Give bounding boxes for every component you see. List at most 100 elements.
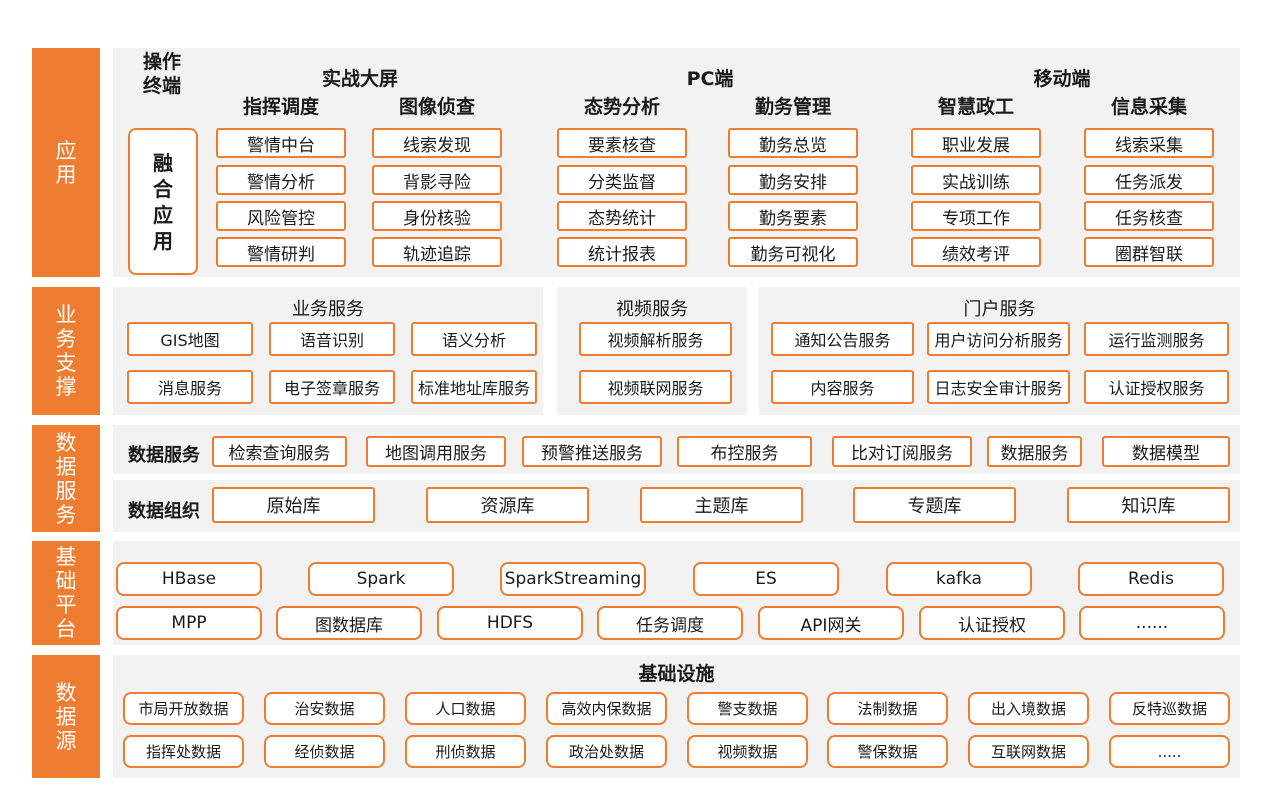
data-source-box: 出入境数据	[968, 692, 1089, 725]
data-org-box: 专题库	[853, 487, 1016, 523]
portal-service-box: 用户访问分析服务	[927, 322, 1070, 356]
data-service-box: 比对订阅服务	[832, 436, 972, 467]
business-service-label: 语义分析	[441, 331, 506, 350]
app-function-label: 线索采集	[1115, 135, 1183, 156]
platform-component-box: 任务调度	[597, 606, 743, 640]
app-function-box: 态势统计	[557, 201, 687, 231]
data-org-label: 知识库	[1121, 496, 1176, 517]
app-function-label: 轨迹追踪	[403, 244, 471, 265]
data-source-label: 警保数据	[857, 743, 918, 761]
platform-component-box: ES	[693, 562, 839, 596]
data-source-label: 指挥处数据	[145, 743, 221, 761]
app-function-box: 职业发展	[911, 128, 1041, 158]
platform-component-label: Redis	[1128, 569, 1174, 589]
data-source-label: 人口数据	[435, 700, 496, 718]
app-function-box: 专项工作	[911, 201, 1041, 231]
data-service-label: 检索查询服务	[228, 444, 331, 464]
platform-component-label: Spark	[356, 569, 406, 589]
app-column-title: 智慧政工	[937, 96, 1014, 118]
data-source-box: 视频数据	[687, 735, 808, 768]
app-function-label: 风险管控	[247, 208, 315, 229]
data-source-box: 刑侦数据	[405, 735, 526, 768]
data-source-label: 警支数据	[717, 700, 778, 718]
layer-label-app: 应用	[32, 48, 100, 277]
app-function-label: 勤务可视化	[750, 244, 836, 265]
portal-service-label: 用户访问分析服务	[934, 331, 1063, 350]
layer-label-platform: 基础平台	[32, 541, 100, 645]
data-source-label: 刑侦数据	[435, 743, 496, 761]
video-service-title: 视频服务	[616, 299, 688, 320]
portal-service-label: 内容服务	[810, 379, 875, 398]
app-function-box: 任务派发	[1084, 165, 1214, 195]
data-service-row-label: 数据服务	[128, 445, 200, 466]
app-column-title: 态势分析	[583, 96, 660, 118]
business-service-label: 标准地址库服务	[417, 379, 530, 398]
platform-component-label: kafka	[936, 569, 982, 589]
data-source-box: 市局开放数据	[123, 692, 244, 725]
platform-component-label: ......	[1135, 613, 1169, 633]
data-org-label: 原始库	[266, 496, 321, 517]
data-source-box: 指挥处数据	[123, 735, 244, 768]
layer-label-support: 业务支撑	[32, 287, 100, 415]
app-function-label: 任务核查	[1115, 208, 1183, 229]
app-function-label: 任务派发	[1115, 172, 1183, 193]
app-function-label: 警情研判	[247, 244, 315, 265]
group-title-pc: PC端	[686, 68, 734, 90]
data-source-label: 出入境数据	[990, 700, 1066, 718]
app-function-box: 勤务可视化	[728, 237, 858, 267]
app-column-title: 勤务管理	[754, 96, 831, 118]
business-service-box: 标准地址库服务	[411, 370, 537, 404]
app-function-box: 线索发现	[372, 128, 502, 158]
data-service-label: 比对订阅服务	[851, 444, 953, 464]
layer-label-data-service: 数据服务	[32, 425, 100, 532]
app-function-label: 勤务安排	[759, 172, 827, 193]
data-source-box: 经侦数据	[264, 735, 385, 768]
platform-component-box: Redis	[1078, 562, 1224, 596]
data-service-label: 数据模型	[1132, 444, 1200, 464]
business-service-box: 语义分析	[411, 322, 537, 356]
platform-component-box: 图数据库	[276, 606, 422, 640]
portal-service-label: 运行监测服务	[1108, 331, 1205, 350]
app-function-label: 专项工作	[942, 208, 1010, 229]
platform-component-box: HBase	[116, 562, 262, 596]
app-function-box: 轨迹追踪	[372, 237, 502, 267]
app-function-box: 勤务安排	[728, 165, 858, 195]
platform-component-box: Spark	[308, 562, 454, 596]
platform-component-label: 图数据库	[315, 615, 383, 636]
data-source-label: 互联网数据	[990, 743, 1066, 761]
app-column-title: 信息采集	[1110, 96, 1187, 118]
business-service-title: 业务服务	[292, 299, 364, 320]
platform-component-box: kafka	[886, 562, 1032, 596]
platform-component-label: MPP	[171, 613, 207, 633]
data-org-box: 资源库	[426, 487, 589, 523]
business-service-label: GIS地图	[160, 331, 220, 350]
app-function-box: 风险管控	[216, 201, 346, 231]
portal-service-label: 认证授权服务	[1108, 379, 1205, 398]
data-org-label: 主题库	[694, 496, 749, 517]
data-source-label: 治安数据	[294, 700, 355, 718]
app-function-label: 态势统计	[588, 208, 656, 229]
platform-component-label: API网关	[800, 615, 862, 636]
data-service-label: 预警推送服务	[541, 444, 643, 464]
platform-component-box: 认证授权	[919, 606, 1065, 640]
platform-component-label: SparkStreaming	[504, 569, 642, 589]
data-source-label: 高效内保数据	[561, 700, 652, 718]
app-function-label: 背影寻险	[403, 172, 471, 193]
portal-service-box: 运行监测服务	[1084, 322, 1229, 356]
app-function-label: 警情中台	[247, 135, 315, 156]
business-service-box: 消息服务	[127, 370, 253, 404]
app-function-box: 绩效考评	[911, 237, 1041, 267]
app-function-label: 分类监督	[588, 172, 656, 193]
data-source-box: 治安数据	[264, 692, 385, 725]
data-source-box: 高效内保数据	[546, 692, 667, 725]
app-function-box: 实战训练	[911, 165, 1041, 195]
data-org-row-label: 数据组织	[128, 501, 200, 522]
data-service-label: 布控服务	[710, 444, 779, 464]
data-service-box: 数据服务	[987, 436, 1082, 467]
business-service-label: 电子签章服务	[283, 379, 380, 398]
business-service-box: GIS地图	[127, 322, 253, 356]
platform-component-label: 任务调度	[636, 615, 704, 636]
portal-service-box: 通知公告服务	[771, 322, 914, 356]
video-service-label: 视频解析服务	[607, 331, 704, 350]
data-org-label: 资源库	[480, 496, 535, 517]
